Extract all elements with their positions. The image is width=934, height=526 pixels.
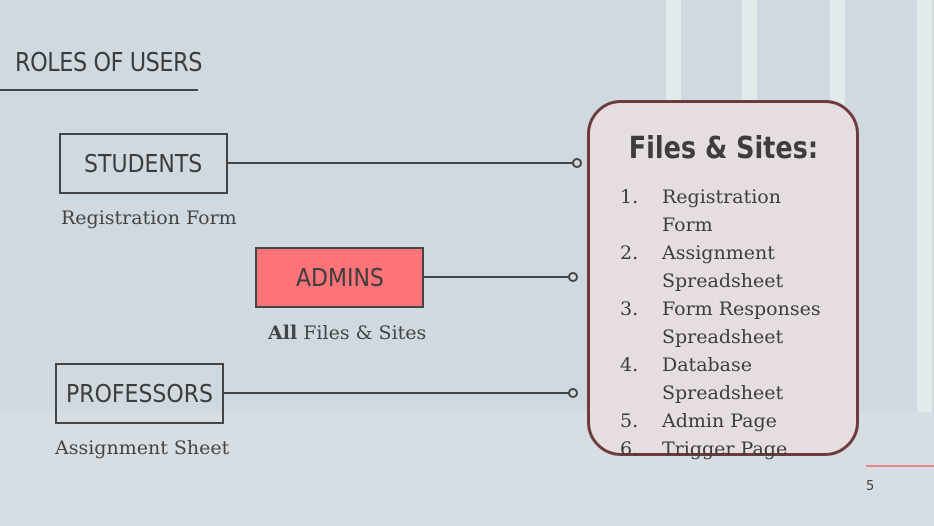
list-item-text: Assignment Spreadsheet xyxy=(662,242,784,292)
connector-admins xyxy=(424,276,569,278)
list-item: 6. Trigger Page xyxy=(620,435,837,463)
files-sites-panel: Files & Sites: 1. Registration Form 2. Ass… xyxy=(587,100,859,460)
title-underline xyxy=(0,89,198,91)
list-item-text: Trigger Page xyxy=(662,438,788,460)
role-caption-admins-text: Files & Sites xyxy=(303,322,427,344)
list-item-number: 5. xyxy=(620,410,639,432)
role-caption-admins: All Files & Sites xyxy=(268,322,426,344)
role-label-admins: ADMINS xyxy=(295,263,384,292)
page-number: 5 xyxy=(866,479,875,494)
role-caption-professors: Assignment Sheet xyxy=(55,437,230,459)
panel-title-text: Files & Sites: xyxy=(628,131,818,166)
connector-end-dot xyxy=(568,272,578,282)
role-caption-admins-bold: All xyxy=(268,322,298,344)
connector-professors xyxy=(224,392,569,394)
panel-title: Files & Sites: xyxy=(590,131,856,166)
list-item: 1. Registration Form xyxy=(620,183,837,239)
role-label-students: STUDENTS xyxy=(84,149,203,178)
list-item-text: Database Spreadsheet xyxy=(662,354,784,404)
connector-end-dot xyxy=(568,388,578,398)
role-caption-students: Registration Form xyxy=(61,207,237,229)
slide-title: ROLES OF USERS xyxy=(15,48,202,78)
connector-students xyxy=(228,162,573,164)
role-box-students: STUDENTS xyxy=(59,133,228,194)
role-box-admins: ADMINS xyxy=(255,247,424,308)
accent-line xyxy=(866,465,934,467)
list-item-number: 6. xyxy=(620,438,639,460)
files-sites-list: 1. Registration Form 2. Assignment Spreads… xyxy=(620,183,837,463)
list-item-text: Admin Page xyxy=(662,410,777,432)
list-item: 2. Assignment Spreadsheet xyxy=(620,239,837,295)
list-item-text: Form Responses Spreadsheet xyxy=(662,298,821,348)
list-item: 5. Admin Page xyxy=(620,407,837,435)
list-item-number: 2. xyxy=(620,242,639,264)
list-item-number: 3. xyxy=(620,298,639,320)
list-item: 4. Database Spreadsheet xyxy=(620,351,837,407)
background-stripe xyxy=(917,0,932,412)
list-item: 3. Form Responses Spreadsheet xyxy=(620,295,837,351)
list-item-number: 4. xyxy=(620,354,639,376)
connector-end-dot xyxy=(572,158,582,168)
role-box-professors: PROFESSORS xyxy=(55,363,224,424)
list-item-text: Registration Form xyxy=(662,186,781,236)
list-item-number: 1. xyxy=(620,186,639,208)
role-label-professors: PROFESSORS xyxy=(66,379,213,408)
